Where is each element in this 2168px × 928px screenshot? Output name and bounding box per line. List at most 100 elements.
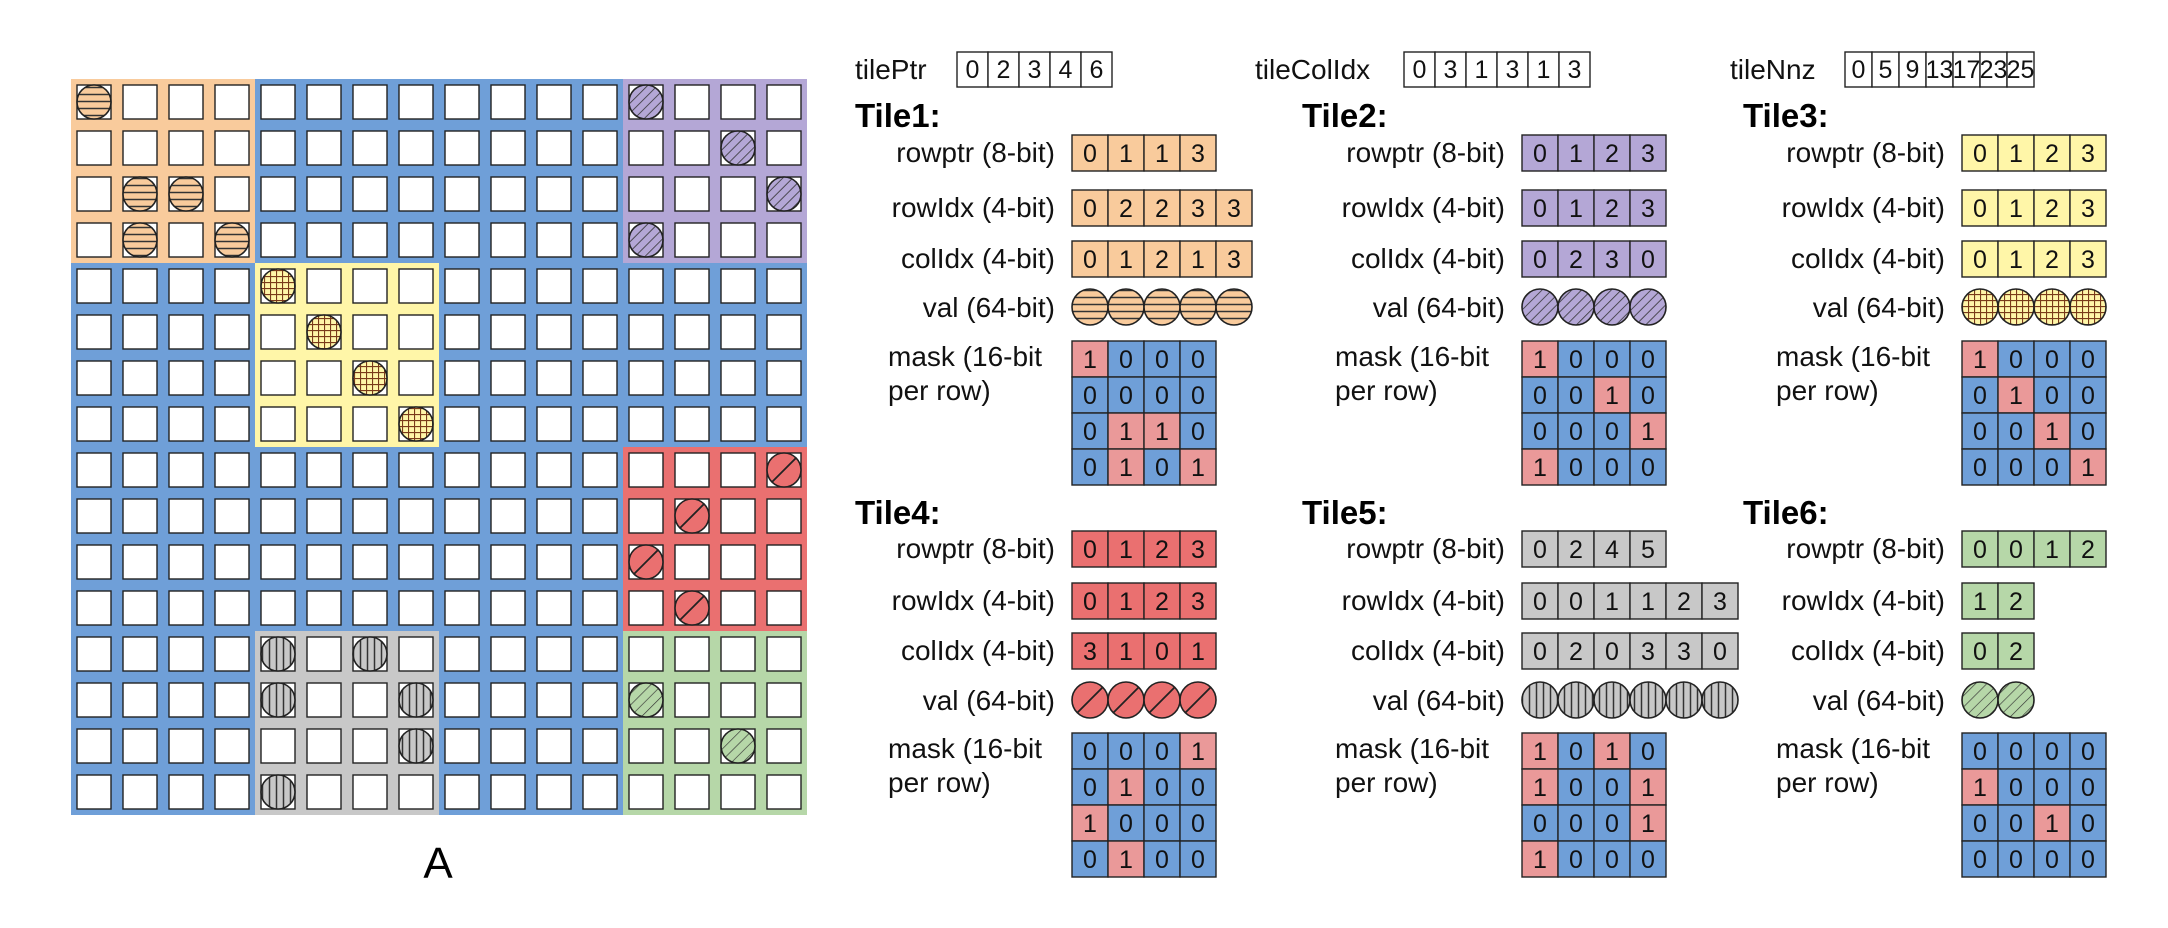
mask-bit: 0: [1533, 810, 1547, 838]
matrix-cell: [306, 406, 342, 442]
rowptr-label: rowptr (8-bit): [1786, 137, 1945, 168]
rowIdx-label: rowIdx (4-bit): [1782, 192, 1945, 223]
matrix-cell: [582, 728, 618, 764]
val-label: val (64-bit): [1373, 685, 1505, 716]
rowIdx-cell: [1107, 582, 1145, 620]
matrix-nonzero-marker: [398, 728, 434, 764]
mask-bit: 0: [2045, 846, 2059, 874]
rowIdx-value: 1: [2009, 195, 2023, 223]
rowptr-cell: [2069, 530, 2107, 568]
colIdx-value: 3: [1677, 638, 1691, 666]
matrix-nonzero-marker: [398, 406, 434, 442]
matrix-cell: [766, 636, 802, 672]
colIdx-cell: [1593, 240, 1631, 278]
mask-bit: 0: [1641, 382, 1655, 410]
mask-cell: [1997, 412, 2035, 450]
matrix-cell: [720, 84, 756, 120]
matrix-cell: [122, 130, 158, 166]
matrix-cell: [398, 130, 434, 166]
matrix-cell: [352, 544, 388, 580]
matrix-cell: [628, 774, 664, 810]
val-marker: [1557, 288, 1595, 326]
colIdx-label: colIdx (4-bit): [1791, 635, 1945, 666]
val-marker: [1143, 288, 1181, 326]
val-marker: [1557, 681, 1595, 719]
matrix-cell: [306, 728, 342, 764]
matrix-cell: [260, 130, 296, 166]
mask-cell: [1143, 732, 1181, 770]
matrix-cell: [720, 452, 756, 488]
matrix-cell: [766, 590, 802, 626]
matrix-cell: [536, 590, 572, 626]
val-marker: [1521, 288, 1559, 326]
rowptr-cell: [1107, 134, 1145, 172]
matrix-cell: [720, 222, 756, 258]
mask-cell: [1071, 732, 1109, 770]
rowIdx-cell: [1143, 189, 1181, 227]
mask-bit: 0: [2009, 454, 2023, 482]
matrix-cell: [490, 636, 526, 672]
val-label: val (64-bit): [923, 685, 1055, 716]
matrix-cell: [306, 222, 342, 258]
mask-cell: [1997, 340, 2035, 378]
mask-bit: 1: [1533, 454, 1547, 482]
mask-bit: 0: [1155, 846, 1169, 874]
tileColIdx-value: 1: [1475, 56, 1489, 84]
matrix-nonzero-marker: [168, 176, 204, 212]
colIdx-value: 0: [1533, 246, 1547, 274]
mask-bit: 0: [1569, 810, 1583, 838]
mask-label-cont: per row): [1776, 375, 1879, 406]
tileNnz-label: tileNnz: [1730, 54, 1816, 85]
tileNnz-value: 23: [1980, 56, 2008, 84]
matrix-cell: [168, 360, 204, 396]
tileNnz-value: 17: [1953, 56, 1981, 84]
matrix-cell: [76, 498, 112, 534]
matrix-cell: [720, 314, 756, 350]
matrix-cell: [168, 544, 204, 580]
rowptr-value: 2: [2081, 536, 2095, 564]
rowptr-value: 4: [1605, 536, 1619, 564]
matrix-cell: [76, 544, 112, 580]
colIdx-cell: [1107, 240, 1145, 278]
colIdx-value: 0: [1973, 246, 1987, 274]
mask-label: mask (16-bit: [888, 341, 1042, 372]
colIdx-value: 1: [1191, 246, 1205, 274]
matrix-cell: [628, 360, 664, 396]
matrix-cell: [76, 314, 112, 350]
tileColIdx-value: 3: [1506, 56, 1520, 84]
tile-title: Tile6:: [1743, 494, 1829, 531]
colIdx-value: 2: [1569, 246, 1583, 274]
colIdx-label: colIdx (4-bit): [1351, 243, 1505, 274]
matrix-cell: [122, 360, 158, 396]
mask-bit: 0: [1191, 774, 1205, 802]
tileNnz-cell: [1979, 51, 2008, 88]
matrix-cell: [260, 314, 296, 350]
mask-cell: [2033, 340, 2071, 378]
matrix-cell: [582, 176, 618, 212]
colIdx-value: 3: [1083, 638, 1097, 666]
colIdx-value: 3: [1227, 246, 1241, 274]
matrix-cell: [352, 682, 388, 718]
matrix-cell: [122, 590, 158, 626]
mask-bit: 0: [2009, 810, 2023, 838]
matrix-cell: [168, 590, 204, 626]
matrix-cell: [720, 268, 756, 304]
matrix-cell: [398, 774, 434, 810]
colIdx-value: 0: [1533, 638, 1547, 666]
mask-label: mask (16-bit: [888, 733, 1042, 764]
mask-bit: 1: [2045, 810, 2059, 838]
matrix-cell: [628, 406, 664, 442]
mask-cell: [1629, 448, 1667, 486]
rowptr-cell: [1179, 134, 1217, 172]
tileNnz-cell: [2006, 51, 2035, 88]
matrix-cell: [582, 268, 618, 304]
matrix-cell: [306, 544, 342, 580]
matrix-cell: [214, 590, 250, 626]
matrix-cell: [168, 314, 204, 350]
matrix-cell: [306, 176, 342, 212]
matrix-cell: [168, 774, 204, 810]
matrix-cell: [352, 590, 388, 626]
mask-bit: 1: [1119, 418, 1133, 446]
